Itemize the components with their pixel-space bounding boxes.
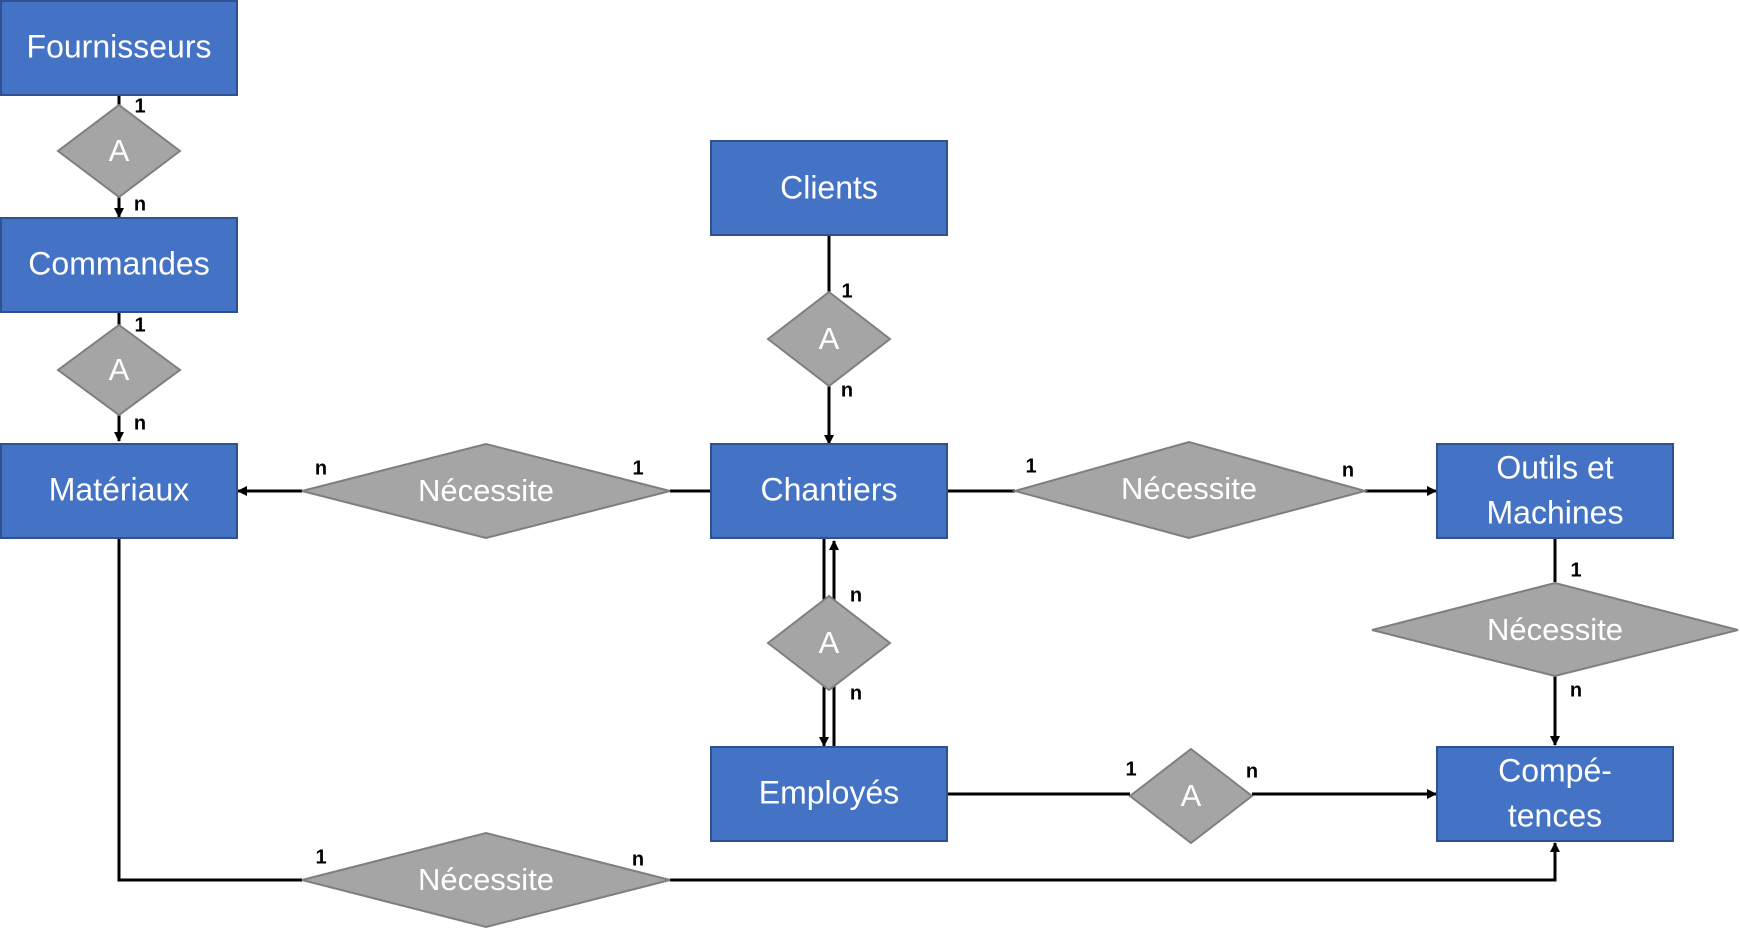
entity-label: Matériaux [49, 471, 190, 507]
relationship-chantiers-employes: A [766, 594, 892, 692]
relationship-outils-competences: Nécessite [1371, 581, 1739, 678]
cardinality-fournisseurs-commandes-1: 1 [134, 95, 145, 117]
entity-employes: Employés [710, 746, 948, 842]
relationship-commandes-materiaux: A [56, 323, 182, 417]
entity-label: Employés [759, 774, 900, 810]
entity-outils-machines: Outils et Machines [1436, 443, 1674, 539]
cardinality-clients-chantiers-1: 1 [841, 280, 852, 302]
connector-materiaux-necessite [117, 539, 302, 882]
relationship-label: Nécessite [1121, 471, 1257, 506]
relationship-label: Nécessite [418, 473, 554, 508]
relationship-chantiers-outils: Nécessite [1011, 440, 1369, 540]
cardinality-materiaux-competences-n: n [632, 848, 644, 870]
relationship-materiaux-competences: Nécessite [301, 831, 671, 929]
relationship-label: A [819, 321, 840, 356]
cardinality-chantiers-outils-n: n [1342, 459, 1354, 481]
entity-label-line-1: Outils et [1496, 449, 1613, 485]
entity-chantiers: Chantiers [710, 443, 948, 539]
relationship-label: A [819, 625, 840, 660]
cardinality-outils-competences-1: 1 [1570, 559, 1581, 581]
connector-necessite-competences-bottom [670, 842, 1560, 882]
entity-label: Fournisseurs [27, 28, 212, 64]
cardinality-outils-competences-n: n [1570, 679, 1582, 701]
relationship-fournisseurs-commandes: A [56, 103, 182, 199]
entity-competences: Compé- tences [1436, 746, 1674, 842]
entity-commandes: Commandes [0, 217, 238, 313]
cardinality-chantiers-materiaux-1: 1 [632, 457, 643, 479]
cardinality-chantiers-outils-1: 1 [1025, 455, 1036, 477]
cardinality-commandes-materiaux-n: n [134, 412, 146, 434]
cardinality-clients-chantiers-n: n [841, 379, 853, 401]
cardinality-materiaux-competences-1: 1 [315, 846, 326, 868]
entity-materiaux: Matériaux [0, 443, 238, 539]
relationship-label: A [109, 133, 130, 168]
entity-label-line-1: Compé- [1498, 752, 1612, 788]
cardinality-chantiers-materiaux-n: n [315, 457, 327, 479]
entity-label-line-2: Machines [1487, 494, 1624, 530]
cardinality-employes-competences-n: n [1246, 760, 1258, 782]
cardinality-fournisseurs-commandes-n: n [134, 193, 146, 215]
cardinality-chantiers-employes-top: n [850, 584, 862, 606]
entity-clients: Clients [710, 140, 948, 236]
relationship-label: A [1181, 778, 1202, 813]
entity-label: Commandes [28, 245, 209, 281]
cardinality-commandes-materiaux-1: 1 [134, 314, 145, 336]
relationship-employes-competences: A [1128, 747, 1254, 845]
relationship-chantiers-materiaux: Nécessite [301, 442, 671, 540]
entity-label: Clients [780, 169, 878, 205]
cardinality-employes-competences-1: 1 [1125, 758, 1136, 780]
entity-label-line-2: tences [1508, 797, 1602, 833]
relationship-label: A [109, 352, 130, 387]
cardinality-chantiers-employes-bottom: n [850, 682, 862, 704]
relationship-clients-chantiers: A [766, 290, 892, 388]
relationship-label: Nécessite [1487, 612, 1623, 647]
entity-fournisseurs: Fournisseurs [0, 0, 238, 96]
relationship-label: Nécessite [418, 862, 554, 897]
entity-label: Chantiers [761, 471, 898, 507]
